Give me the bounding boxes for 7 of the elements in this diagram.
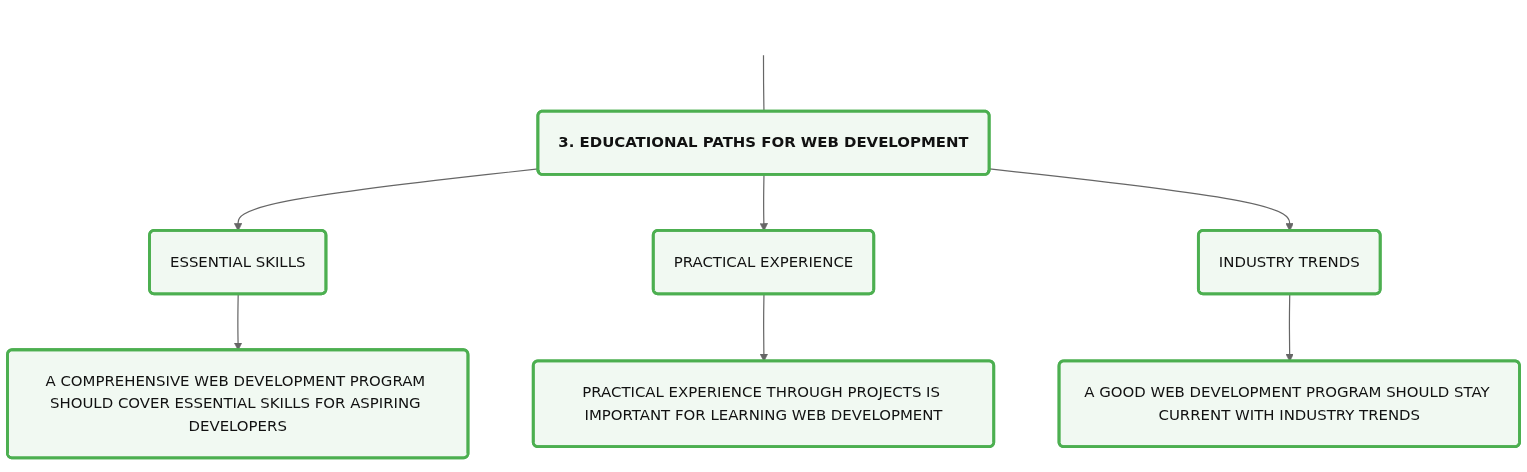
subtopic-box: INDUSTRY TRENDS	[1196, 229, 1382, 296]
subtopic-box: PRACTICAL EXPERIENCE	[651, 229, 876, 296]
description-box: A COMPREHENSIVE WEB DEVELOPMENT PROGRAM SHOULD COVER ESSENTIAL SKILLS FOR ASPIRING DEVELOPERS	[6, 348, 470, 460]
subtopic-box: ESSENTIAL SKILLS	[148, 229, 328, 296]
main-topic-box: 3. EDUCATIONAL PATHS FOR WEB DEVELOPMENT	[536, 109, 991, 176]
description-box: PRACTICAL EXPERIENCE THROUGH PROJECTS IS IMPORTANT FOR LEARNING WEB DEVELOPMENT	[531, 359, 996, 449]
description-box: A GOOD WEB DEVELOPMENT PROGRAM SHOULD STAY CURRENT WITH INDUSTRY TRENDS	[1057, 359, 1521, 449]
